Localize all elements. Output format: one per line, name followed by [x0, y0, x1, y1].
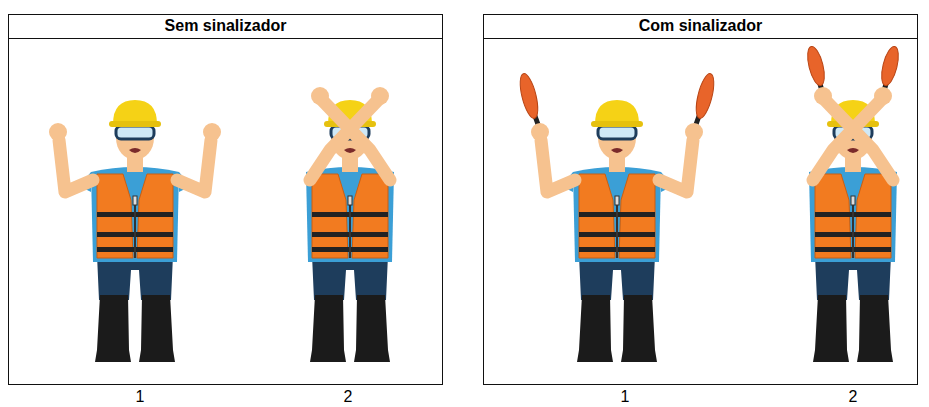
figure-number: 1 — [621, 389, 630, 405]
panel-heading: Sem sinalizador — [9, 15, 442, 39]
panel-heading: Com sinalizador — [484, 15, 917, 39]
panel-box: Sem sinalizador — [8, 14, 443, 385]
worker-arms-raised-batons — [517, 72, 718, 362]
figure-number: 2 — [849, 389, 858, 405]
worker-arms-crossed-batons — [804, 45, 901, 362]
figure-number: 1 — [136, 389, 145, 405]
panel-box: Com sinalizador — [483, 14, 918, 385]
worker-arms-raised — [49, 100, 221, 362]
figure-number: 2 — [344, 389, 353, 405]
worker-arms-crossed — [306, 87, 394, 362]
